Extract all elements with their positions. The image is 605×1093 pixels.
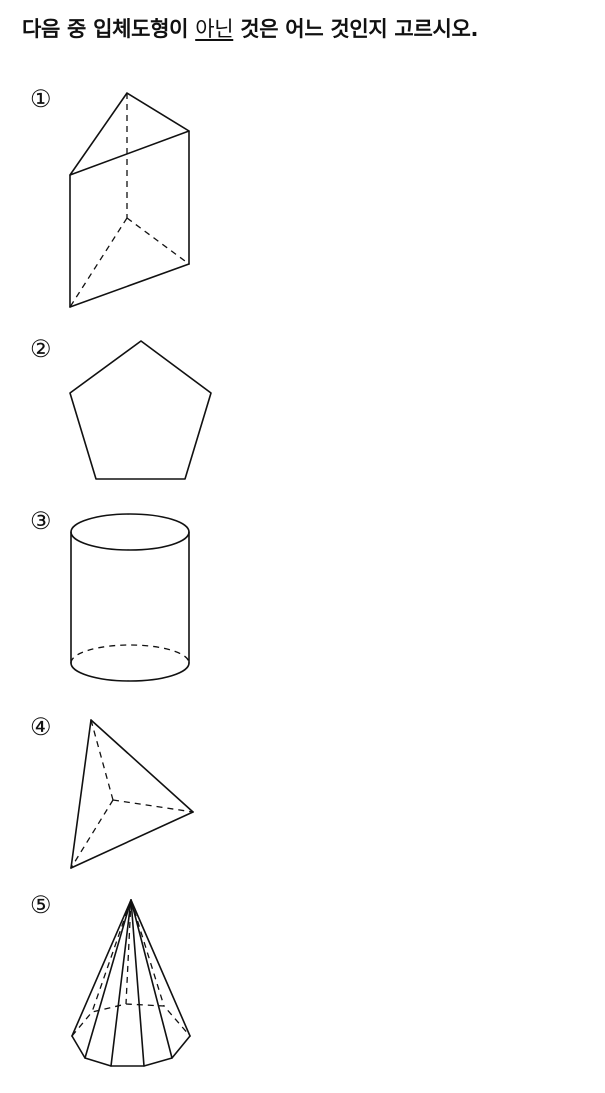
question-text-before: 다음 중 입체도형이 bbox=[22, 17, 196, 41]
pentagon-icon bbox=[69, 340, 212, 480]
choice-5[interactable]: ⑤ bbox=[0, 892, 605, 1072]
question-text: 다음 중 입체도형이 아닌 것은 어느 것인지 고르시오. bbox=[22, 14, 592, 44]
choice-number: ④ bbox=[30, 713, 52, 741]
choice-number: ② bbox=[30, 335, 52, 363]
cylinder-icon bbox=[70, 513, 190, 682]
choice-4[interactable]: ④ bbox=[0, 714, 605, 874]
question-underlined-word: 아닌 bbox=[195, 17, 234, 41]
choice-1[interactable]: ① bbox=[0, 86, 605, 316]
question-text-after: 것은 어느 것인지 고르시오. bbox=[233, 17, 479, 41]
choice-3[interactable]: ③ bbox=[0, 508, 605, 698]
choice-number: ③ bbox=[30, 507, 52, 535]
choice-number: ⑤ bbox=[30, 891, 52, 919]
triangular-prism-icon bbox=[69, 92, 190, 308]
triangular-pyramid-icon bbox=[70, 719, 194, 869]
cone-pyramid-icon bbox=[71, 899, 191, 1067]
choice-2[interactable]: ② bbox=[0, 336, 605, 496]
choice-number: ① bbox=[30, 85, 52, 113]
